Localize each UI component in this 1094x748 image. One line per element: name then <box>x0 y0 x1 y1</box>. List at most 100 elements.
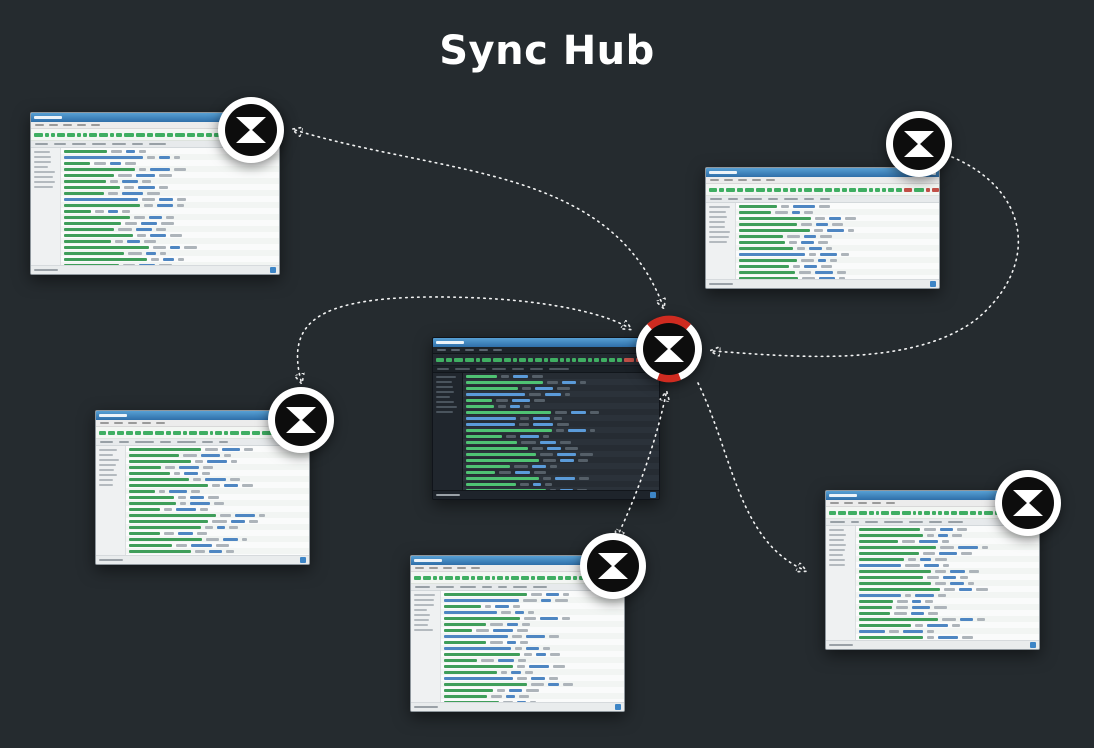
mini-column-header <box>436 586 455 588</box>
mini-label-pill <box>98 132 109 137</box>
mini-cell <box>809 246 822 250</box>
mini-cell <box>526 646 539 650</box>
mini-label-pill <box>531 575 536 580</box>
mini-file-row <box>463 469 659 475</box>
mini-menu-item <box>91 124 100 126</box>
mini-label-pill <box>875 510 880 515</box>
mini-column-header <box>201 441 213 443</box>
mini-column-header <box>511 368 525 370</box>
mini-cell <box>801 222 812 226</box>
mini-menu-item <box>63 124 72 126</box>
mini-cell <box>793 204 815 208</box>
mini-cell <box>159 489 165 493</box>
mini-file-row <box>126 488 309 494</box>
mini-file-row <box>856 538 1039 544</box>
mini-file-name <box>64 227 114 231</box>
mini-status-text <box>709 283 733 285</box>
mini-file-row <box>61 160 279 166</box>
mini-cell <box>147 191 160 195</box>
mini-cell <box>159 263 172 265</box>
mini-file-name <box>444 616 520 620</box>
mini-file-row <box>126 446 309 452</box>
mini-cell <box>935 557 947 561</box>
mini-label-pill <box>493 357 503 362</box>
mini-cell <box>524 404 530 408</box>
mini-cell <box>217 525 225 529</box>
mini-cell <box>526 634 545 638</box>
mini-label-pill <box>950 510 958 515</box>
mini-cell <box>920 557 931 561</box>
mini-cell <box>214 501 224 505</box>
mini-label-pill <box>510 575 520 580</box>
mini-cell <box>521 440 536 444</box>
mini-file-row <box>856 574 1039 580</box>
mini-cell <box>144 239 156 243</box>
mini-sidebar-item <box>414 609 427 611</box>
mini-file-name <box>466 428 552 432</box>
mini-cell <box>942 617 956 621</box>
mini-column-header <box>100 441 114 443</box>
mini-cell <box>191 489 200 493</box>
mini-cell <box>577 488 587 490</box>
mini-cell <box>497 688 505 692</box>
mini-cell <box>952 623 960 627</box>
mini-cell <box>814 228 823 232</box>
node-hub <box>635 315 703 383</box>
mini-column-header <box>820 198 831 200</box>
mini-file-name <box>64 221 121 225</box>
mini-menu-item <box>710 179 719 181</box>
mini-cell <box>202 471 210 475</box>
mini-label-band <box>31 129 279 141</box>
mini-file-row <box>441 633 624 639</box>
mini-cell <box>578 458 588 462</box>
mini-column-header <box>710 198 723 200</box>
mini-cell <box>170 245 180 249</box>
mini-label-pill <box>461 575 470 580</box>
mini-sidebar-item <box>436 396 450 398</box>
mini-cell <box>512 634 522 638</box>
mini-label-pill <box>173 430 181 435</box>
window-left <box>95 410 310 565</box>
mini-cell <box>235 513 255 517</box>
mini-file-name <box>444 652 520 656</box>
mini-file-name <box>64 251 124 255</box>
mini-cell <box>149 215 162 219</box>
mini-cell <box>124 185 134 189</box>
mini-cell <box>820 252 837 256</box>
mini-label-pill <box>849 187 856 192</box>
mini-sidebar-item <box>414 599 434 601</box>
mini-label-pill <box>142 430 153 435</box>
mini-cell <box>927 575 939 579</box>
node-bottom-center <box>579 532 647 600</box>
mini-column-header <box>492 368 506 370</box>
mini-label-pill <box>767 187 772 192</box>
mini-label-pill <box>436 357 444 362</box>
mini-file-name <box>129 471 170 475</box>
mini-cell <box>111 149 122 153</box>
mini-cell <box>174 155 180 159</box>
mini-title-text <box>414 559 442 562</box>
mini-cell <box>150 167 170 171</box>
mini-cell <box>524 616 536 620</box>
mini-title-text <box>99 414 127 417</box>
mini-cell <box>205 525 213 529</box>
sync-app-logo-icon <box>579 532 647 600</box>
mini-cell <box>517 664 525 668</box>
mini-cell <box>934 605 947 609</box>
mini-table-header <box>826 519 1039 526</box>
mini-file-name <box>466 398 492 402</box>
mini-cell <box>159 197 173 201</box>
mini-file-name <box>859 593 901 597</box>
mini-cell <box>507 622 518 626</box>
mini-file-name <box>859 617 938 621</box>
mini-file-name <box>64 209 91 213</box>
mini-file-list <box>463 373 659 490</box>
mini-cell <box>545 482 552 486</box>
mini-cell <box>554 416 562 420</box>
mini-label-pill <box>505 575 509 580</box>
mini-cell <box>969 569 979 573</box>
mini-cell <box>815 270 833 274</box>
mini-cell <box>110 179 118 183</box>
mini-menu-item <box>858 502 867 504</box>
mini-column-header <box>415 586 431 588</box>
